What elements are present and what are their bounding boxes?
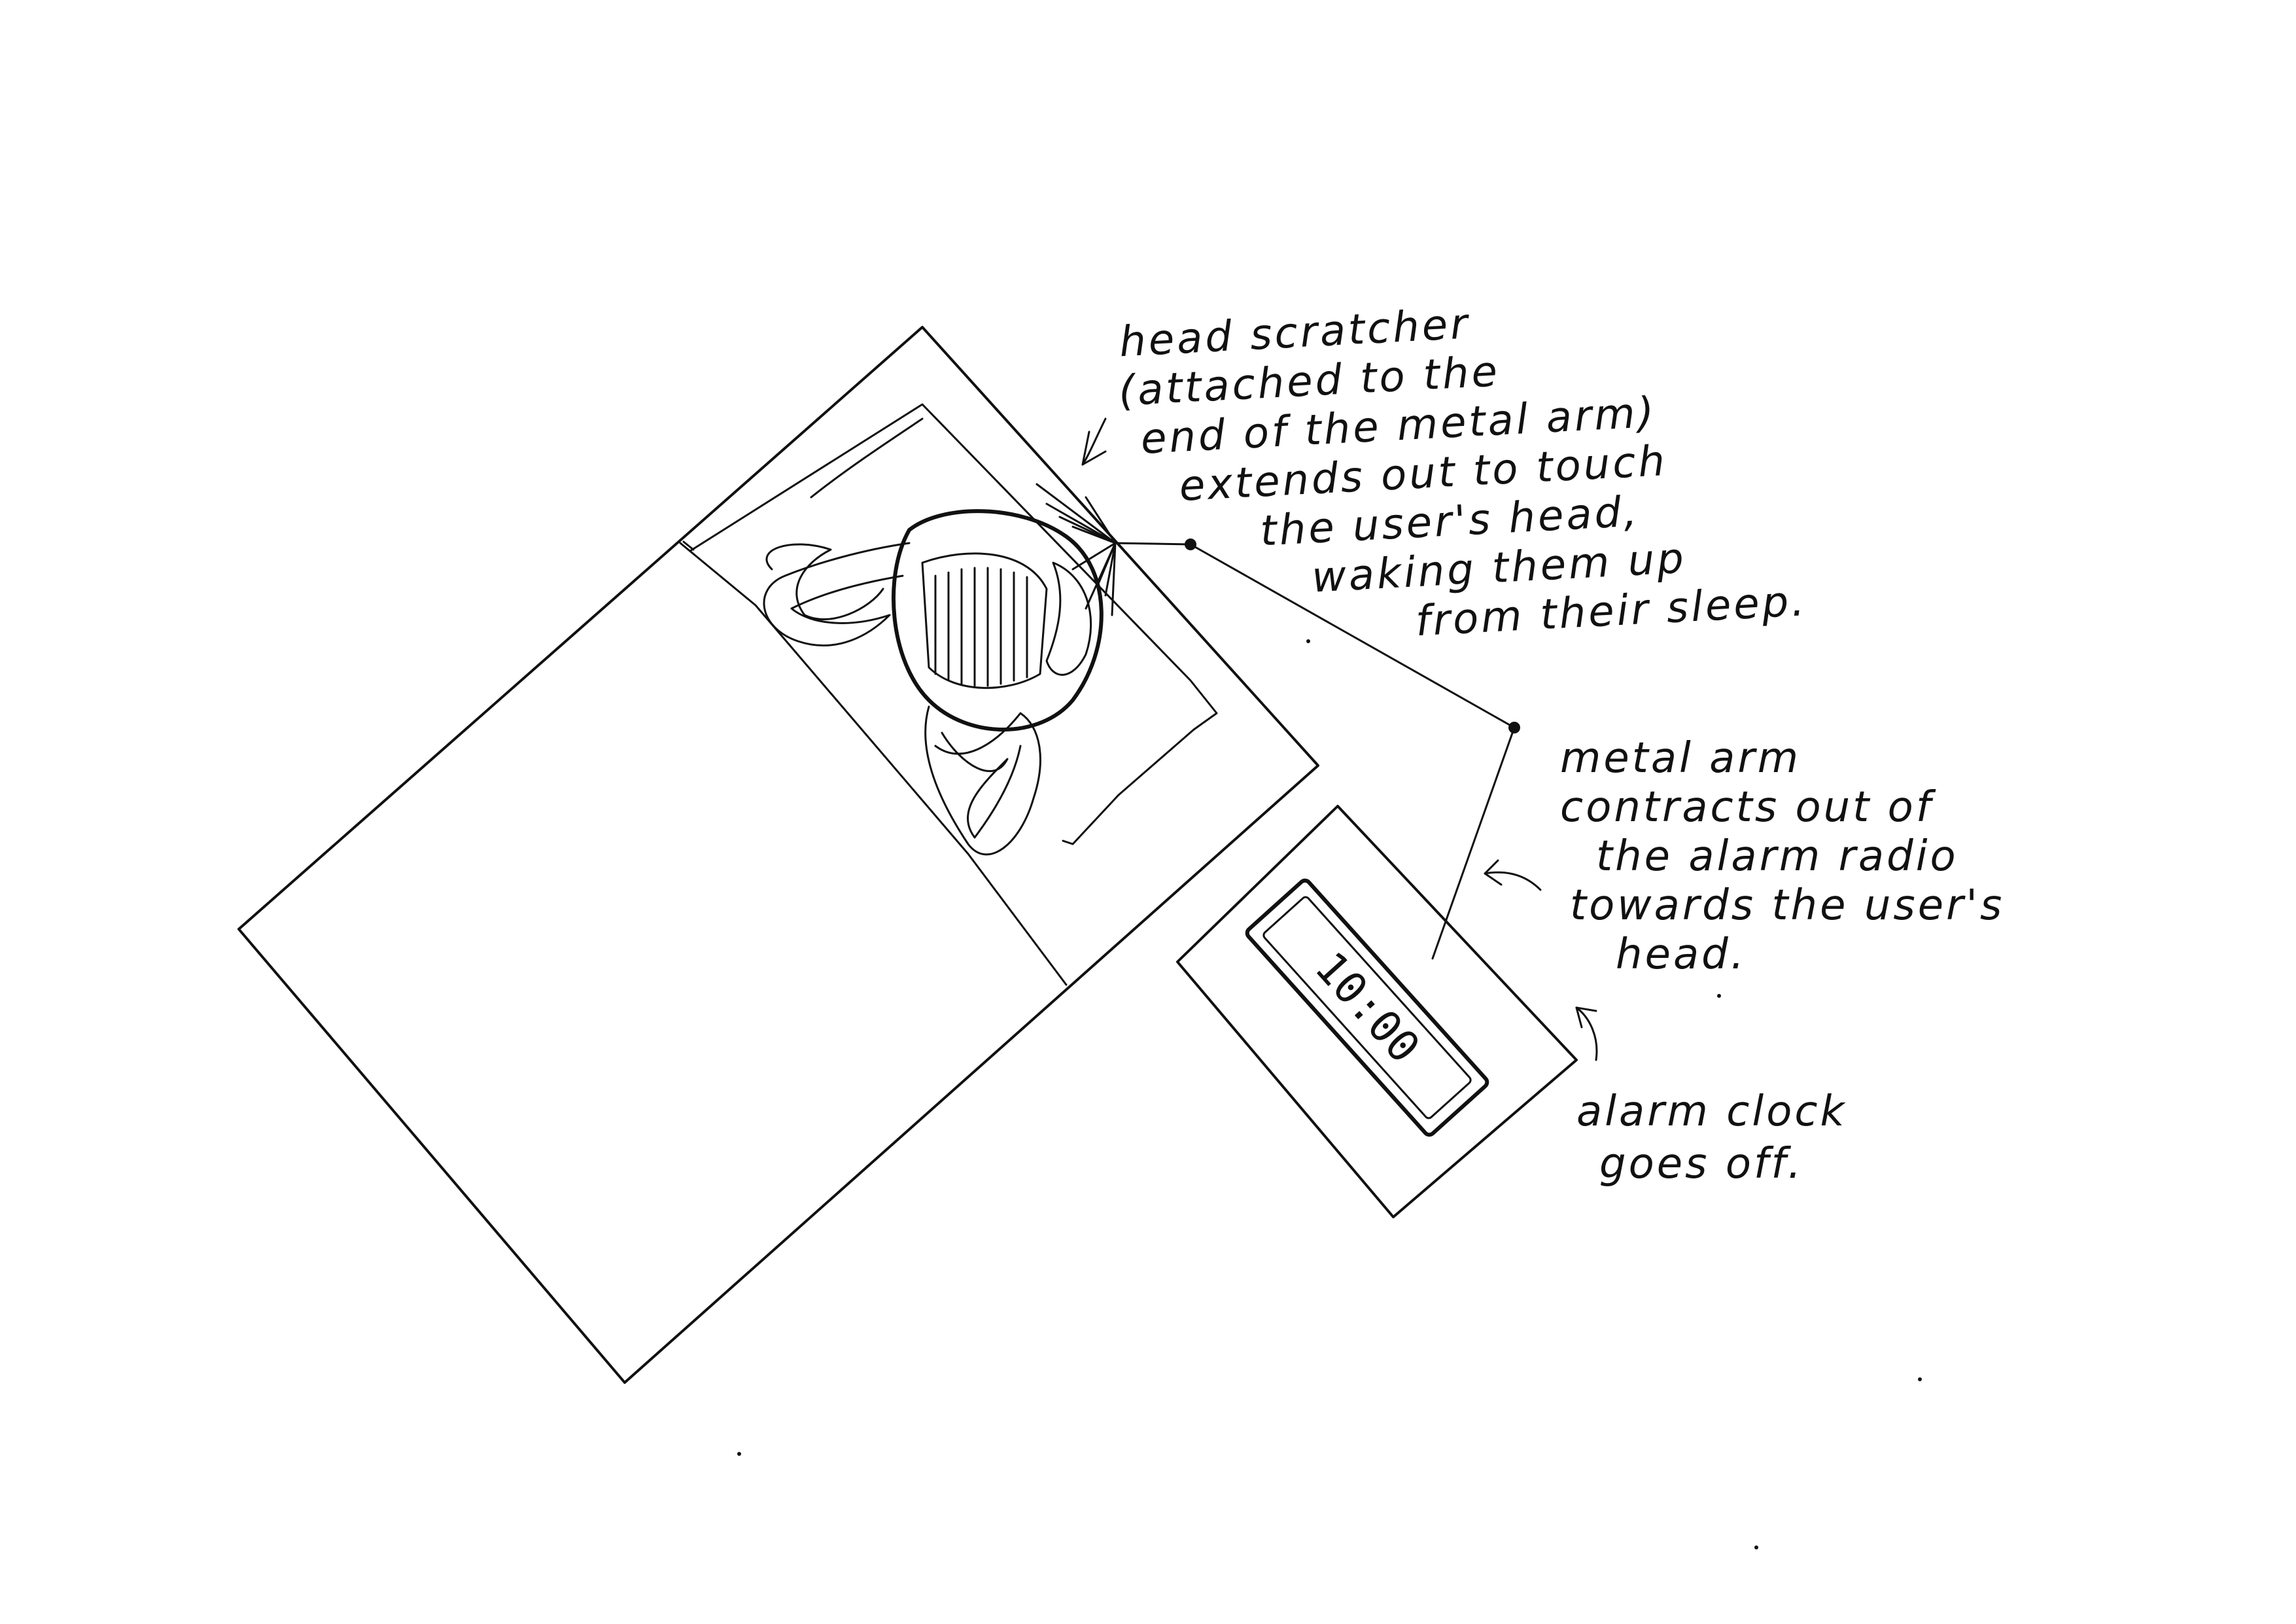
blanket-tick — [684, 542, 693, 550]
head-scratcher — [1037, 484, 1115, 615]
alarm-clock: 10:00 — [1177, 806, 1576, 1217]
arm-joint-1 — [1185, 538, 1196, 550]
pillow-crease — [811, 419, 922, 497]
note-metal-arm-line-1: metal arm — [1560, 734, 1801, 783]
face-hatching — [935, 568, 1027, 686]
ear — [1047, 563, 1091, 675]
note-alarm-clock-line-1: alarm clock — [1576, 1087, 1847, 1136]
note-alarm-clock: alarm clock goes off. — [1576, 1087, 1847, 1188]
clock-display-group: 10:00 — [1245, 878, 1489, 1137]
bed — [239, 327, 1318, 1383]
note-metal-arm-line-2: contracts out of — [1560, 783, 1936, 832]
note-metal-arm-line-4: towards the user's — [1570, 881, 2004, 930]
hair-left — [764, 543, 909, 645]
hair-scribble-1 — [767, 544, 883, 620]
head-outline — [894, 511, 1102, 730]
pillow-outline — [690, 404, 1217, 844]
note-metal-arm-line-3: the alarm radio — [1596, 832, 1958, 881]
note-metal-arm: metal arm contracts out of the alarm rad… — [1560, 734, 2004, 979]
blanket-edge — [680, 543, 1066, 985]
note-alarm-clock-line-2: goes off. — [1599, 1140, 1803, 1188]
note-head-scratcher: head scratcher (attached to the end of t… — [1115, 283, 1808, 661]
arrow-metal-arm — [1485, 872, 1540, 890]
note-metal-arm-line-5: head. — [1616, 930, 1747, 979]
user-head — [764, 511, 1102, 855]
bed-frame — [239, 327, 1318, 1383]
pillow — [690, 404, 1217, 844]
arm-joint-2 — [1508, 722, 1520, 733]
